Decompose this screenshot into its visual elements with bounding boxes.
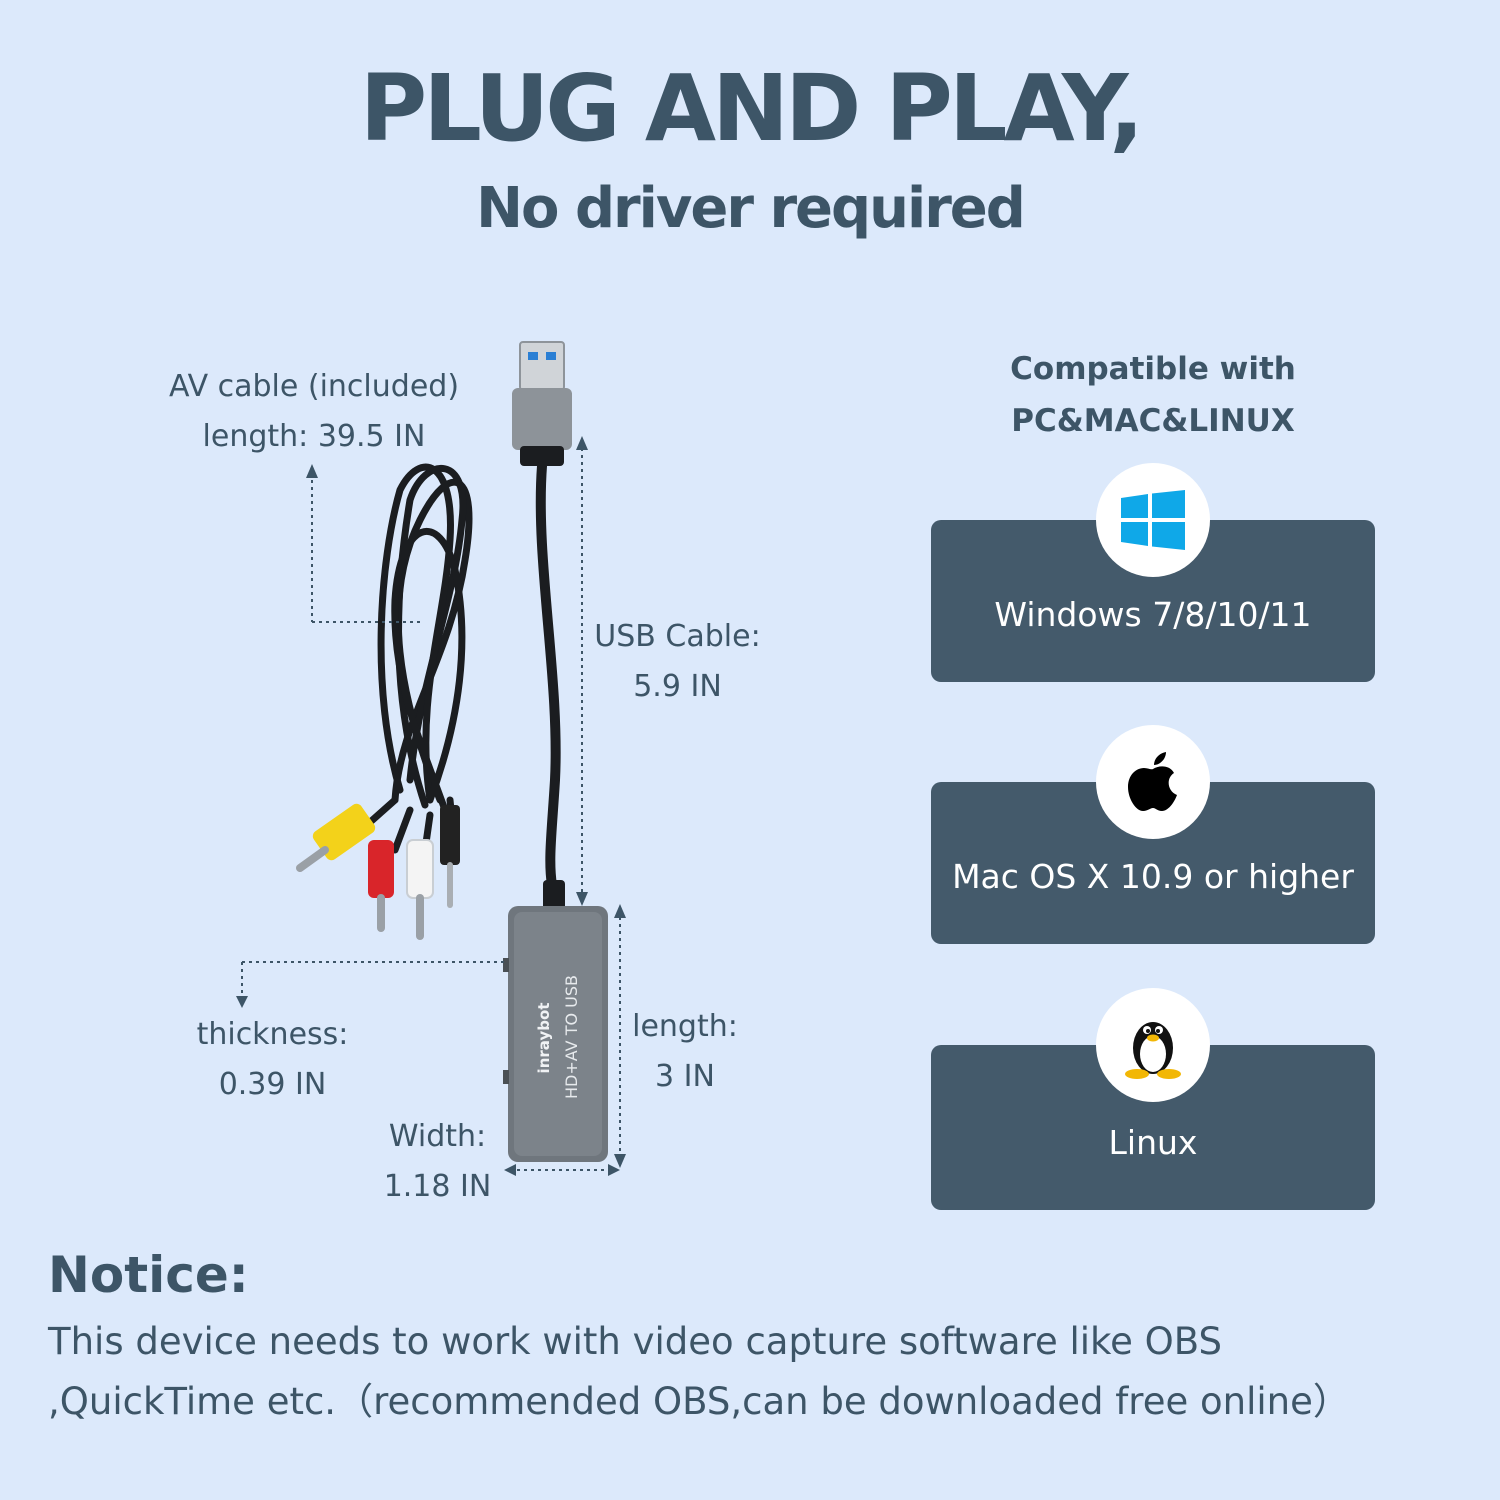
page-subtitle: No driver required	[476, 176, 1026, 241]
page-title: PLUG AND PLAY,	[359, 55, 1144, 162]
compatibility-title-line2: PC&MAC&LINUX	[1011, 403, 1295, 439]
usb-cable-label: USB Cable: 5.9 IN	[585, 612, 770, 712]
device-model-text: HD+AV TO USB	[562, 975, 581, 1100]
thickness-label-line1: thickness:	[196, 1017, 349, 1052]
usb-cable-label-line2: 5.9 IN	[633, 669, 722, 704]
notice-line2: ,QuickTime etc.（recommended OBS,can be d…	[48, 1380, 1350, 1423]
cable-strain-relief	[543, 880, 565, 910]
audio-jack-plug-icon	[440, 805, 460, 908]
usb-cable-image	[535, 461, 561, 890]
length-label-line2: 3 IN	[655, 1059, 715, 1094]
notice-text: This device needs to work with video cap…	[48, 1312, 1468, 1432]
usb-connector-image	[512, 341, 572, 466]
thickness-label-line2: 0.39 IN	[218, 1067, 327, 1102]
compatibility-title: Compatible with PC&MAC&LINUX	[930, 343, 1376, 447]
rca-yellow-plug-icon	[296, 803, 376, 872]
rca-white-plug-icon	[406, 839, 434, 940]
linux-penguin-icon	[1096, 988, 1210, 1102]
windows-logo-icon	[1096, 463, 1210, 577]
notice-line1: This device needs to work with video cap…	[48, 1320, 1223, 1363]
width-label-line1: Width:	[388, 1119, 487, 1154]
rca-red-plug-icon	[368, 840, 394, 932]
capture-device-image	[503, 906, 608, 1162]
compatibility-title-line1: Compatible with	[1010, 351, 1296, 387]
device-brand-text: inraybot	[535, 1002, 553, 1074]
dimension-guides	[241, 448, 621, 1171]
av-cable-image	[346, 463, 473, 854]
length-label: length: 3 IN	[625, 1002, 745, 1102]
thickness-label: thickness: 0.39 IN	[180, 1010, 365, 1110]
usb-cable-label-line1: USB Cable:	[594, 619, 761, 654]
device-label: HD+AV TO USB	[557, 917, 587, 1157]
av-cable-label: AV cable (included) length: 39.5 IN	[140, 362, 488, 462]
os-label-mac: Mac OS X 10.9 or higher	[952, 857, 1354, 896]
width-label-line2: 1.18 IN	[383, 1169, 492, 1204]
av-cable-label-line1: AV cable (included)	[168, 369, 460, 404]
os-label-windows: Windows 7/8/10/11	[994, 595, 1312, 634]
width-label: Width: 1.18 IN	[380, 1112, 495, 1212]
dimension-arrowheads	[236, 436, 626, 1176]
notice-title: Notice:	[48, 1246, 249, 1304]
os-label-linux: Linux	[1108, 1123, 1198, 1162]
av-cable-label-line2: length: 39.5 IN	[202, 419, 426, 454]
apple-logo-icon	[1096, 725, 1210, 839]
length-label-line1: length:	[632, 1009, 738, 1044]
device-brand: inraybot	[532, 938, 556, 1138]
